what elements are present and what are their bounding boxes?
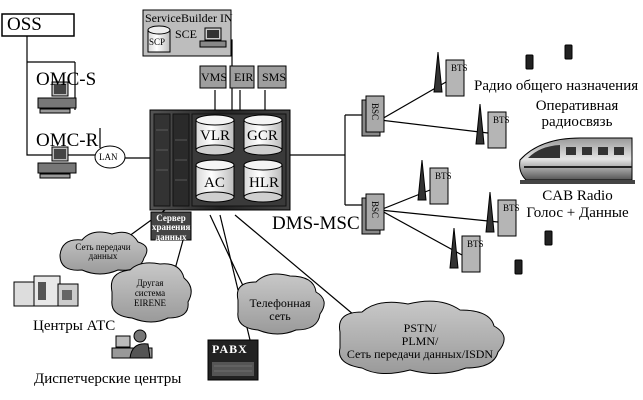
dms-msc-label: DMS-MSC	[272, 213, 360, 234]
sms-box	[257, 65, 287, 89]
bts-tower-icon	[475, 103, 507, 149]
bsc-bottom-icon	[361, 193, 385, 235]
data-network-cloud	[59, 231, 148, 275]
omc-r-workstation-icon	[37, 146, 77, 179]
bts-label: BTS	[451, 63, 468, 73]
gcr-label: GCR	[247, 128, 278, 144]
omc-r-label: OMC-R	[36, 130, 99, 151]
sce-label: SCE	[175, 27, 198, 41]
storage-server-box	[150, 211, 192, 241]
scp-cylinder-icon	[147, 25, 171, 53]
pstn-label: PSTN/PLMN/Сеть передачи данных/ISDN	[346, 321, 494, 362]
sms-label: SMS	[262, 70, 287, 84]
radio-general-label: Радио общего назначения	[474, 78, 639, 94]
vms-label: VMS	[201, 70, 228, 84]
vms-box	[199, 65, 227, 89]
gcr-cylinder-icon	[243, 114, 283, 156]
atc-centers-label: Центры АТС	[33, 318, 116, 334]
hlr-label: HLR	[249, 175, 279, 191]
ac-label: AC	[204, 175, 225, 191]
vlr-label: VLR	[200, 128, 230, 144]
other-eirene-cloud	[110, 262, 192, 323]
bts-label: BTS	[467, 239, 484, 249]
bsc-top-label: BSC	[370, 103, 380, 121]
hlr-cylinder-icon	[243, 159, 283, 203]
ac-cylinder-icon	[195, 159, 235, 203]
service-builder-label: ServiceBuilder IN	[145, 11, 233, 25]
pstn-cloud	[338, 300, 505, 374]
omc-s-workstation-icon	[37, 81, 77, 114]
dispatch-centers-label: Диспетчерские центры	[34, 371, 182, 387]
eir-box	[229, 65, 255, 89]
bsc-bottom-label: BSC	[370, 201, 380, 219]
phone-network-cloud	[236, 273, 325, 335]
bts-towers	[417, 51, 517, 273]
lan-node	[94, 145, 126, 169]
bts-label: BTS	[503, 203, 520, 213]
bts-tower-icon	[417, 159, 449, 205]
bts-tower-icon	[449, 227, 481, 273]
atc-centers-icon	[13, 275, 79, 307]
bts-tower-icon	[485, 191, 517, 237]
omc-s-label: OMC-S	[36, 69, 97, 90]
bsc-top-icon	[361, 95, 385, 137]
sce-computer-icon	[199, 27, 227, 48]
scp-label: SCP	[149, 37, 166, 47]
eir-label: EIR	[234, 70, 254, 84]
pabx-box	[207, 339, 259, 381]
vlr-cylinder-icon	[195, 114, 235, 156]
handset-icons	[514, 44, 573, 275]
pabx-label: PABX	[212, 342, 248, 356]
dispatch-operator-icon	[111, 329, 153, 359]
oss-label: OSS	[7, 14, 42, 35]
bts-tower-icon	[433, 51, 465, 97]
lan-label: LAN	[99, 152, 118, 162]
bts-label: BTS	[493, 115, 510, 125]
train-icon	[519, 137, 635, 184]
bts-label: BTS	[435, 171, 452, 181]
